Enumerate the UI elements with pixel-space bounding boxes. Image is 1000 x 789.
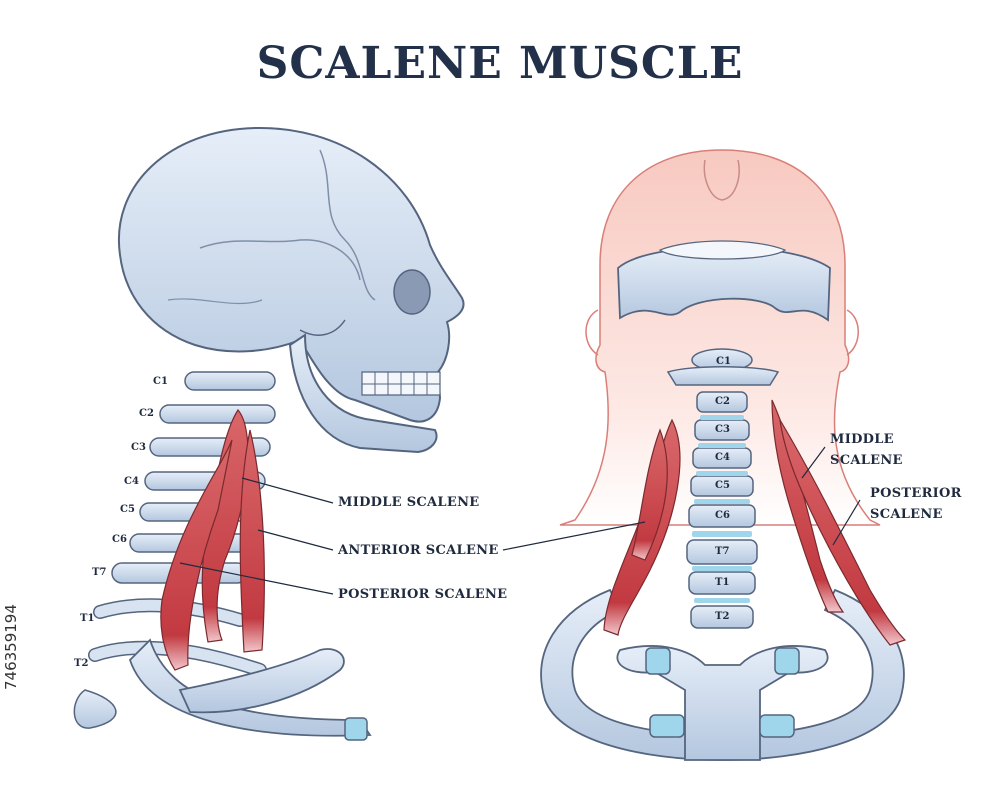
stock-id: 746359194	[2, 550, 26, 690]
side-vertebra-c2: C2	[139, 408, 154, 419]
front-vertebra-t1: T1	[715, 577, 730, 588]
front-view-scalene-muscles	[603, 399, 907, 646]
front-view-leader-lines	[502, 446, 861, 551]
front-vertebra-t7: T7	[715, 546, 730, 557]
side-view-skull	[117, 126, 465, 454]
side-view-leader-lines	[179, 477, 334, 595]
front-view-spine	[666, 348, 780, 629]
side-vertebra-c1: C1	[153, 376, 168, 387]
side-vertebra-t1: T1	[80, 613, 95, 624]
front-vertebra-c4: C4	[715, 452, 730, 463]
page-title: SCALENE MUSCLE	[256, 38, 744, 89]
front-view-ribs	[540, 588, 905, 761]
front-vertebra-c1: C1	[716, 356, 731, 367]
side-vertebra-c6: C6	[112, 534, 127, 545]
label-front-middle-line1: MIDDLE	[830, 432, 894, 447]
label-anterior-scalene: ANTERIOR SCALENE	[338, 543, 499, 558]
stock-id-text: 746359194	[2, 604, 20, 690]
label-front-middle-line2: SCALENE	[830, 453, 903, 468]
label-front-posterior-line2: SCALENE	[870, 507, 943, 522]
side-vertebra-c3: C3	[131, 442, 146, 453]
label-posterior-scalene: POSTERIOR SCALENE	[338, 587, 508, 602]
front-vertebra-c5: C5	[715, 480, 730, 491]
front-view-head	[559, 149, 881, 526]
side-vertebra-c4: C4	[124, 476, 139, 487]
side-vertebra-t7: T7	[92, 567, 107, 578]
front-vertebra-c3: C3	[715, 424, 730, 435]
side-vertebra-c5: C5	[120, 504, 135, 515]
front-vertebra-t2: T2	[715, 611, 730, 622]
front-vertebra-c2: C2	[715, 396, 730, 407]
label-middle-scalene: MIDDLE SCALENE	[338, 495, 480, 510]
side-vertebra-t2: T2	[74, 658, 89, 669]
front-view-jaw	[617, 240, 831, 322]
label-front-posterior-line1: POSTERIOR	[870, 486, 962, 501]
side-view-scalene-muscles	[160, 408, 265, 671]
front-vertebra-c6: C6	[715, 510, 730, 521]
